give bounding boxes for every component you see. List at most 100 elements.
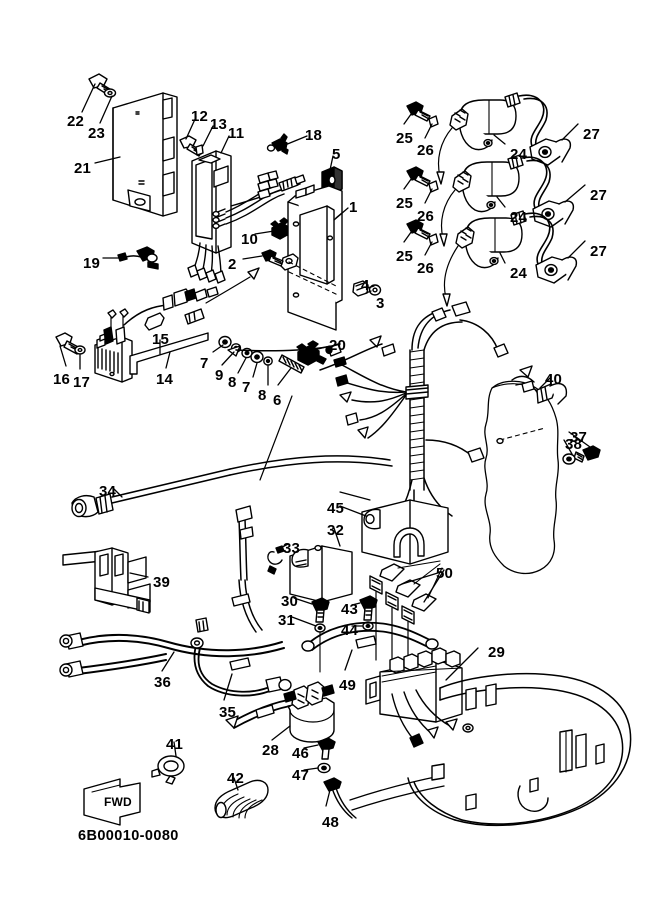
part-washer-cover <box>103 88 117 98</box>
callout-bolt-terminal: 43 <box>341 601 359 618</box>
part-clamp-lower <box>296 340 342 366</box>
part-electrical-cover <box>112 92 178 217</box>
callout-washer-coil-3: 26 <box>417 260 435 277</box>
callout-base-plate-lower: 14 <box>156 371 174 388</box>
part-engine-block-outline <box>484 380 560 575</box>
callout-bolt-engine-ground: 37 <box>570 429 588 446</box>
part-cable-holder <box>62 547 151 614</box>
callout-washer-coil-1: 26 <box>417 142 435 159</box>
part-ignition-coil-2 <box>452 154 575 228</box>
part-spring-screw <box>278 354 305 374</box>
callout-washer-small: 4 <box>361 277 370 294</box>
callout-relay-cover: 32 <box>327 522 345 539</box>
part-washer-starter-relay <box>314 623 326 673</box>
part-rectifier-regulator <box>187 150 306 284</box>
part-thermo-switch-lead <box>511 365 568 405</box>
callout-washer-c: 9 <box>215 367 224 384</box>
part-choke-knob-cable <box>71 455 393 518</box>
callout-washer-rectifier: 13 <box>210 116 228 133</box>
callout-bolt-starter-relay: 30 <box>281 593 299 610</box>
callout-lead-assembly: 19 <box>83 255 101 272</box>
part-relay-cover <box>289 544 353 603</box>
part-bolt-starter-relay <box>311 597 330 623</box>
part-fuel-pump-assembly <box>225 681 335 743</box>
callout-washer-a2: 7 <box>242 379 251 396</box>
callout-terminal-block: 29 <box>488 644 506 661</box>
callout-bolt-cover: 22 <box>67 113 85 130</box>
part-ignition-coil-3 <box>455 210 578 284</box>
callout-bolt-coil-1: 25 <box>396 130 414 147</box>
callout-washer-cdi-mount: 17 <box>73 374 91 391</box>
callout-spark-plug-cap-2: 27 <box>590 187 608 204</box>
leader-lines <box>59 83 591 807</box>
callout-washer-terminal: 44 <box>341 622 359 639</box>
callout-battery-lead: 49 <box>339 677 357 694</box>
callout-washer-a: 7 <box>200 355 209 372</box>
part-battery-cable-set <box>59 505 285 678</box>
callout-cable-holder: 39 <box>153 574 171 591</box>
callout-electrical-cover: 21 <box>74 160 92 177</box>
part-bolt-terminal <box>359 595 378 621</box>
callout-ground-lead: 35 <box>219 704 237 721</box>
part-washer-rectifier <box>195 144 204 156</box>
callout-bolt-coil-2: 25 <box>396 195 414 212</box>
part-lead-assembly <box>117 246 159 270</box>
callout-fuel-pump-assembly: 28 <box>262 742 280 759</box>
part-washer-engine-ground <box>562 453 576 465</box>
callout-bracket-plate: 1 <box>349 199 358 216</box>
callout-fuse-holder-lead: 15 <box>152 331 170 348</box>
callout-nut-small: 3 <box>376 295 385 312</box>
callout-clamp-upper: 5 <box>332 146 341 163</box>
callout-washer-cover: 23 <box>88 125 106 142</box>
callout-ignition-coil-2: 24 <box>510 209 528 226</box>
callout-bolt-lower-mount: 46 <box>292 745 310 762</box>
callout-corrugated-tube: 42 <box>227 770 245 787</box>
part-bolt-engine-ground <box>573 445 601 463</box>
callout-thermo-switch-lead: 40 <box>545 371 563 388</box>
callout-spark-plug-cap-3: 27 <box>590 243 608 260</box>
callout-washer-starter-relay: 31 <box>278 612 296 629</box>
part-main-harness <box>227 301 509 525</box>
part-battery-lead <box>301 621 439 652</box>
callout-spring-screw: 6 <box>273 392 282 409</box>
callout-starter-relay: 45 <box>327 500 345 517</box>
callout-bolt-rectifier: 12 <box>191 108 209 125</box>
callout-wire-clip: 10 <box>241 231 259 248</box>
callout-bolt-coil-3: 25 <box>396 248 414 265</box>
callout-connector-set: 50 <box>436 565 454 582</box>
part-bottom-cowling <box>349 672 632 827</box>
callout-grommet-ring: 41 <box>166 736 184 753</box>
part-washer-cdi-mount <box>74 345 86 355</box>
part-clip-cover <box>267 545 285 575</box>
callout-ignition-coil-3: 24 <box>510 265 528 282</box>
callout-washer-b: 8 <box>228 374 237 391</box>
callout-choke-knob-cable: 34 <box>99 483 117 500</box>
callout-washer-coil-2: 26 <box>417 208 435 225</box>
callout-bolt-cdi-mount: 16 <box>53 371 71 388</box>
callout-washer-lower-mount: 47 <box>292 767 310 784</box>
callout-washer-b2: 8 <box>258 387 267 404</box>
part-ground-lead <box>190 637 292 697</box>
callout-wire-clamp-small: 18 <box>305 127 323 144</box>
fwd-direction-arrow <box>83 778 141 826</box>
part-corrugated-tube <box>214 779 269 819</box>
part-grommet-ring <box>151 755 185 785</box>
callout-ignition-coil-1: 24 <box>510 146 528 163</box>
callout-clip-cover: 33 <box>283 540 301 557</box>
diagram-id-text: 6B00010-0080 <box>78 828 179 844</box>
part-bracket-plate <box>280 184 382 331</box>
fwd-label: FWD <box>104 795 132 809</box>
part-lower-fasteners <box>317 737 357 819</box>
callout-rectifier-regulator: 11 <box>228 125 245 142</box>
part-terminal-block <box>365 647 463 748</box>
part-starter-relay <box>361 499 449 565</box>
callout-washer-engine-ground: 38 <box>565 436 583 453</box>
callout-spark-plug-cap-1: 27 <box>583 126 601 143</box>
callout-nut-lower-mount: 48 <box>322 814 340 831</box>
callout-battery-cable-set: 36 <box>154 674 172 691</box>
part-wire-clamp-small <box>266 133 289 155</box>
callout-clamp-lower: 20 <box>329 337 347 354</box>
part-base-plate-lower <box>94 267 260 383</box>
